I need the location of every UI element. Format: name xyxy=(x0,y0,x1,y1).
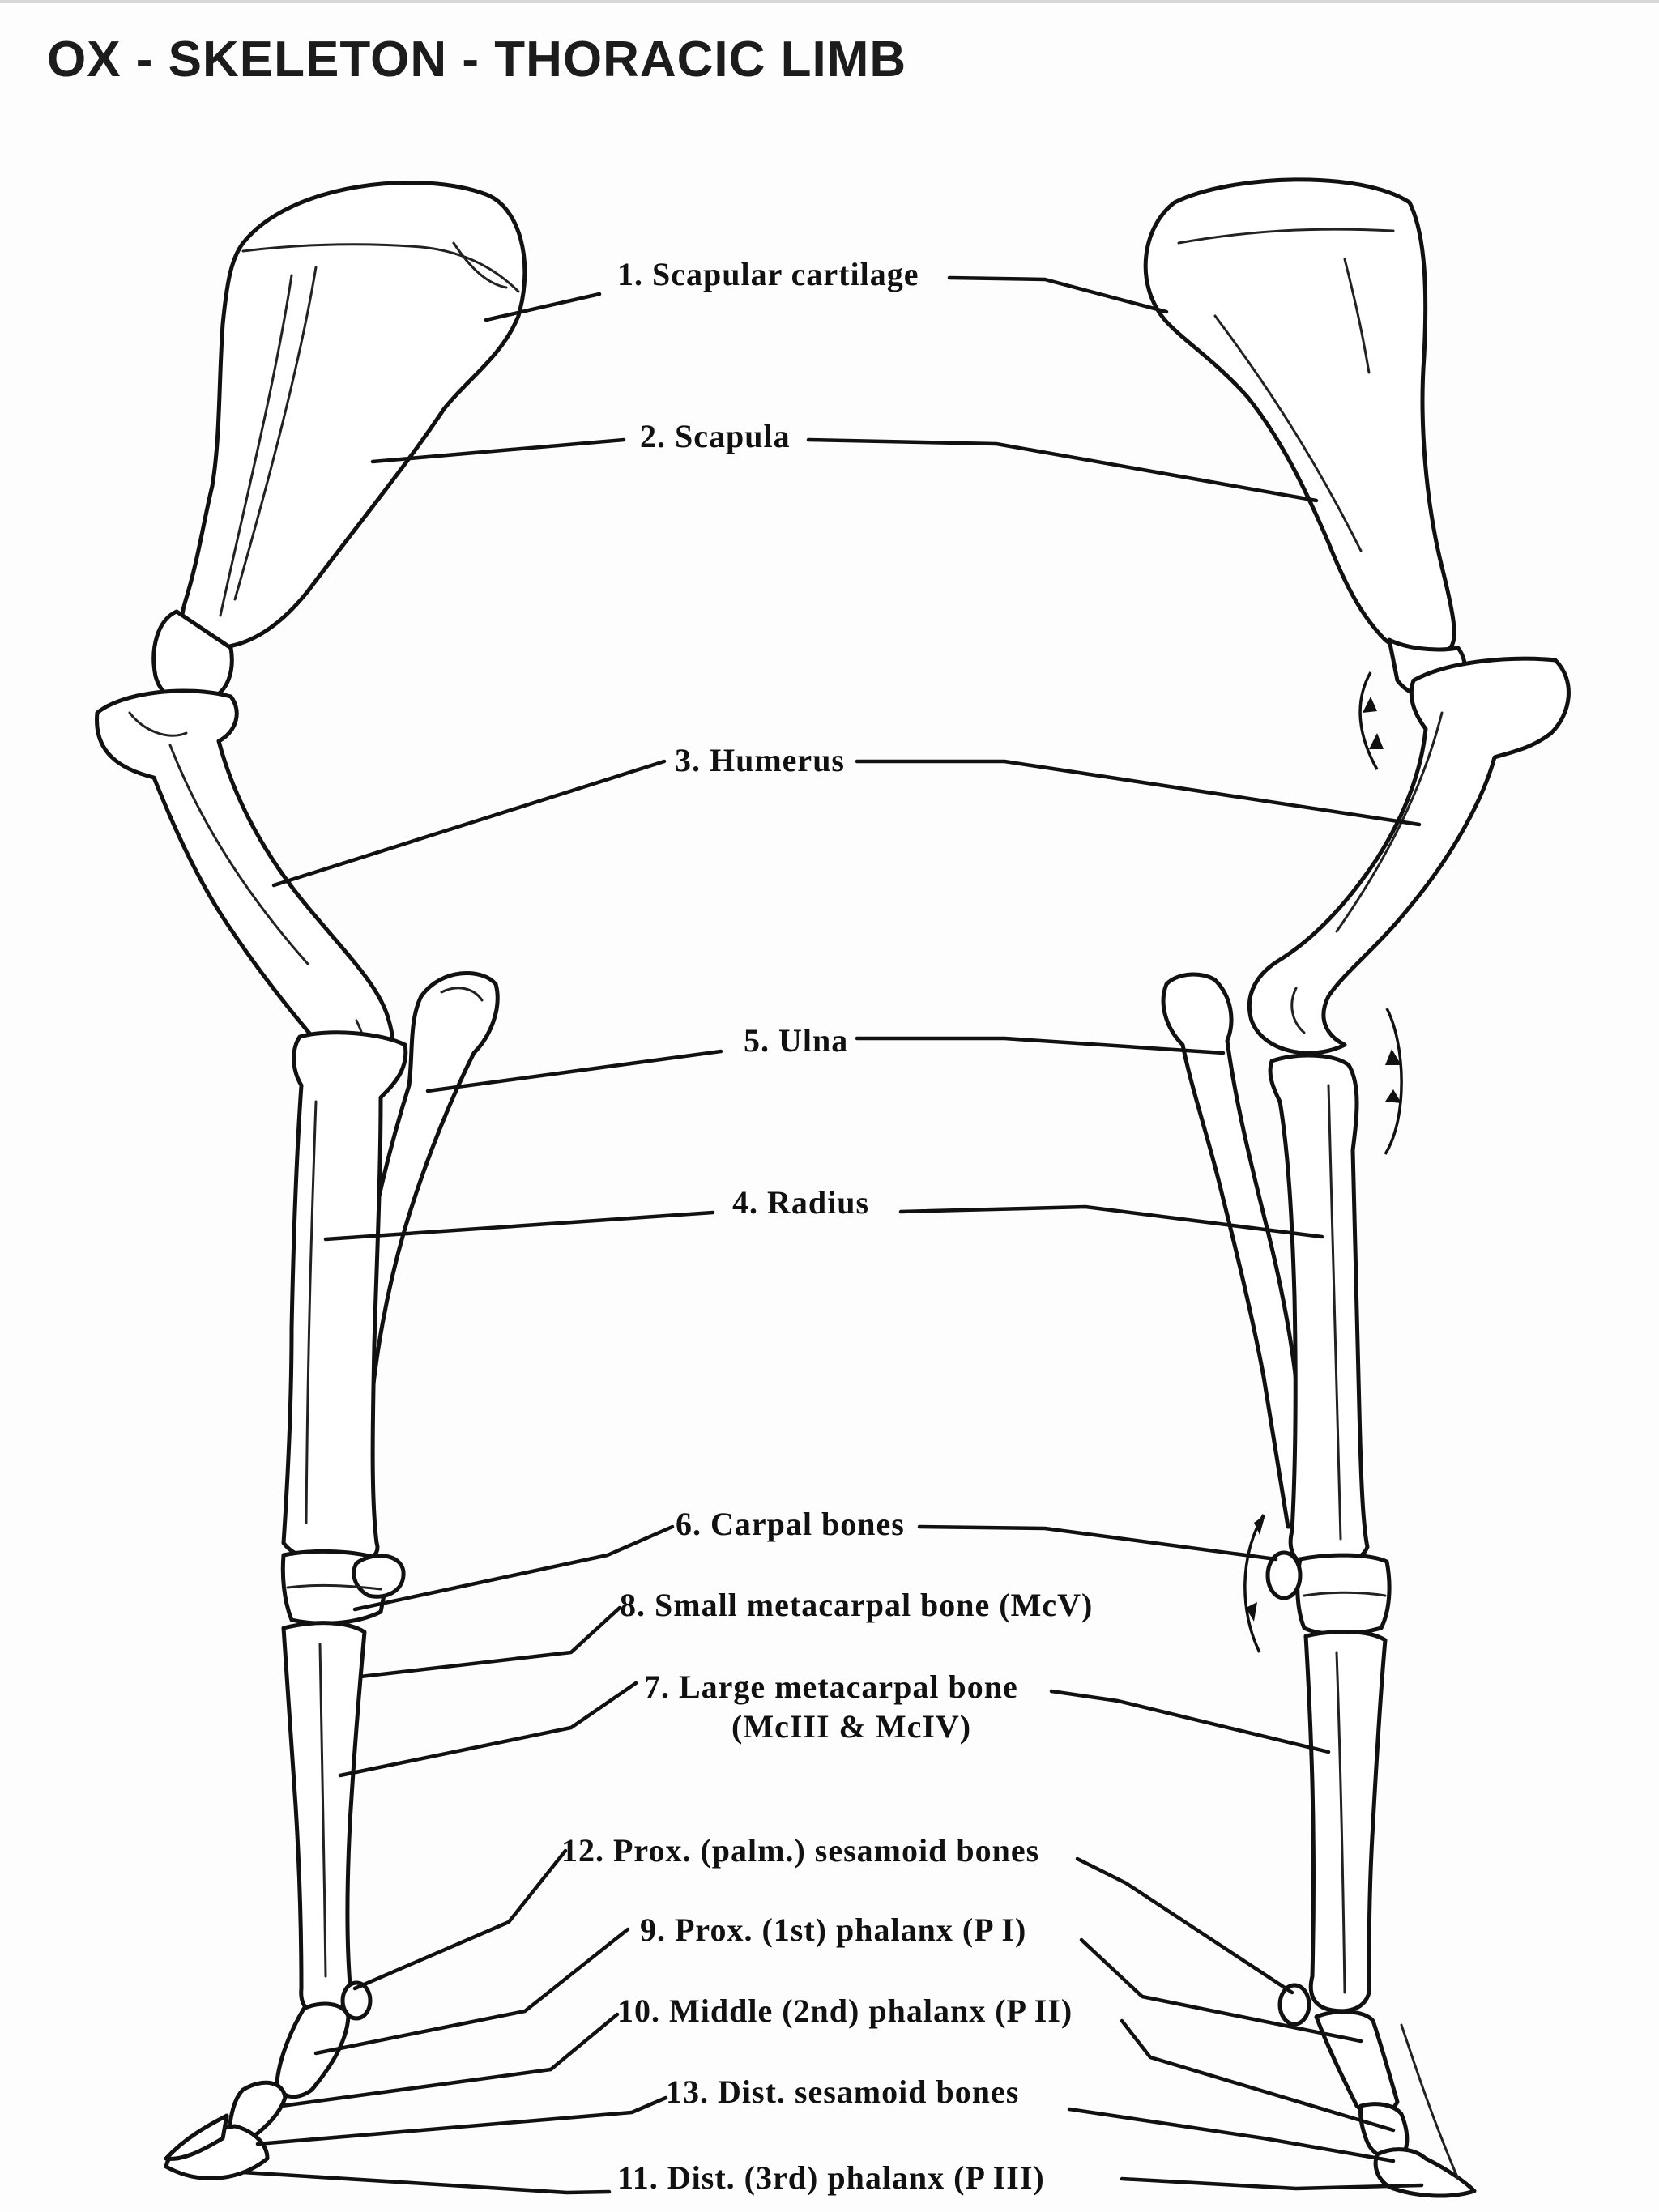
page-title: OX - SKELETON - THORACIC LIMB xyxy=(47,32,907,87)
label-dist-sesamoid: 13. Dist. sesamoid bones xyxy=(666,2073,1019,2110)
joint-motion-arrows xyxy=(1243,671,1403,1653)
right-carpal-bones xyxy=(1295,1553,1392,1636)
left-humerus xyxy=(95,688,395,1089)
top-rule xyxy=(0,0,1659,3)
label-middle-phalanx: 10. Middle (2nd) phalanx (P II) xyxy=(617,1993,1073,2029)
left-prox-sesamoid xyxy=(340,1980,373,2021)
right-limb xyxy=(1143,177,1571,2198)
right-prox-sesamoid xyxy=(1277,1983,1311,2027)
label-scapular-cartilage: 1. Scapular cartilage xyxy=(617,256,919,292)
right-scapula xyxy=(1143,177,1456,658)
left-limb xyxy=(95,181,527,2180)
right-dist-phalanx xyxy=(1373,2147,1477,2198)
label-small-metacarpal: 8. Small metacarpal bone (McV) xyxy=(620,1587,1093,1623)
label-prox-sesamoid: 12. Prox. (palm.) sesamoid bones xyxy=(561,1832,1039,1869)
label-carpal-bones: 6. Carpal bones xyxy=(676,1506,905,1542)
label-scapula: 2. Scapula xyxy=(640,418,791,454)
label-large-metacarpal-line2: (McIII & McIV) xyxy=(731,1708,971,1745)
right-accessory-carpal xyxy=(1265,1550,1303,1600)
label-large-metacarpal-line1: 7. Large metacarpal bone xyxy=(644,1669,1018,1705)
labels: 1. Scapular cartilage 2. Scapula 3. Hume… xyxy=(561,256,1093,2196)
label-dist-phalanx: 11. Dist. (3rd) phalanx (P III) xyxy=(617,2159,1045,2196)
leader-lines xyxy=(241,275,1424,2195)
label-radius: 4. Radius xyxy=(732,1184,869,1221)
right-prox-phalanx xyxy=(1314,2010,1400,2117)
left-prox-phalanx xyxy=(275,2001,351,2099)
left-accessory-carpal xyxy=(352,1554,406,1599)
left-scapula xyxy=(180,181,527,650)
label-humerus: 3. Humerus xyxy=(675,742,845,778)
label-ulna: 5. Ulna xyxy=(744,1022,848,1059)
left-dist-phalanx-medial xyxy=(164,2113,229,2161)
label-prox-phalanx: 9. Prox. (1st) phalanx (P I) xyxy=(640,1912,1026,1948)
right-metacarpal xyxy=(1303,1630,1388,2014)
right-humerus xyxy=(1247,656,1571,1055)
